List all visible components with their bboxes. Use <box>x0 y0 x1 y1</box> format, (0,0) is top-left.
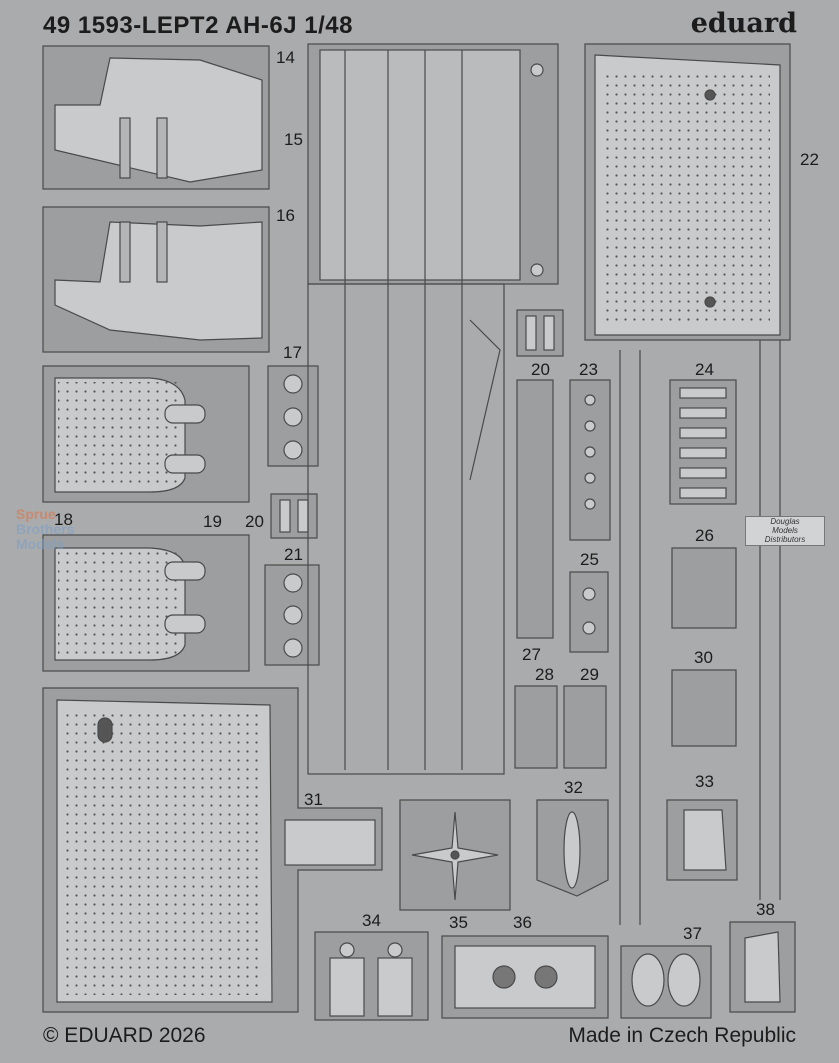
watermark-line-2: Brothers <box>16 521 75 537</box>
part-label-37: 37 <box>683 924 702 943</box>
part-26 <box>671 547 737 629</box>
part-23 <box>569 379 611 541</box>
distributor-stamp: Douglas Models Distributors <box>745 516 825 546</box>
part-label-28: 28 <box>535 665 554 684</box>
part-label-15: 15 <box>284 130 303 149</box>
part-label-27: 27 <box>522 645 541 664</box>
origin-text: Made in Czech Republic <box>568 1024 796 1047</box>
part-38 <box>729 921 796 1013</box>
part-19 <box>42 534 250 672</box>
distributor-line-1: Douglas <box>770 517 800 526</box>
part-label-36: 36 <box>513 913 532 932</box>
part-label-38: 38 <box>756 900 775 919</box>
part-36 <box>441 935 609 1019</box>
watermark-line-3: Models <box>16 536 65 552</box>
part-17 <box>267 365 319 467</box>
part-21 <box>264 564 320 666</box>
part-label-33: 33 <box>695 772 714 791</box>
part-32 <box>536 799 609 897</box>
part-label-24: 24 <box>695 360 714 379</box>
part-33 <box>666 799 738 881</box>
part-label-21: 21 <box>284 545 303 564</box>
part-label-23: 23 <box>579 360 598 379</box>
part-label-14: 14 <box>276 48 295 67</box>
part-25 <box>569 571 609 653</box>
part-label-29: 29 <box>580 665 599 684</box>
distributor-line-2: Models <box>772 526 798 535</box>
part-label-20b: 20 <box>531 360 550 379</box>
part-14 <box>42 45 270 190</box>
part-20-left <box>270 493 318 539</box>
part-15 <box>307 43 559 775</box>
part-label-32: 32 <box>564 778 583 797</box>
part-35 <box>399 799 511 911</box>
part-29 <box>563 685 607 769</box>
part-label-16: 16 <box>276 206 295 225</box>
part-27 <box>516 379 554 639</box>
part-18 <box>42 365 250 503</box>
watermark-logo: Sprue Brothers Models <box>16 507 74 552</box>
part-28 <box>514 685 558 769</box>
part-label-35: 35 <box>449 913 468 932</box>
part-16 <box>42 206 270 353</box>
part-30 <box>671 669 737 747</box>
brand-logo: eduard <box>690 8 797 39</box>
part-label-22: 22 <box>800 150 819 169</box>
part-label-25: 25 <box>580 550 599 569</box>
part-34 <box>314 931 429 1021</box>
part-label-20a: 20 <box>245 512 264 531</box>
part-label-34: 34 <box>362 911 381 930</box>
copyright-text: © EDUARD 2026 <box>43 1024 206 1047</box>
part-label-31: 31 <box>304 790 323 809</box>
part-label-18: 18 <box>54 510 73 529</box>
part-31 <box>42 687 383 1013</box>
part-label-17: 17 <box>283 343 302 362</box>
part-24 <box>669 379 737 505</box>
watermark-line-1: Sprue <box>16 506 56 522</box>
part-37 <box>620 945 712 1019</box>
part-label-30: 30 <box>694 648 713 667</box>
distributor-line-3: Distributors <box>764 535 806 544</box>
part-22 <box>584 43 791 925</box>
part-label-26: 26 <box>695 526 714 545</box>
part-20-right <box>516 309 564 357</box>
part-label-19: 19 <box>203 512 222 531</box>
sheet-title: 49 1593-LEPT2 AH-6J 1/48 <box>43 12 353 39</box>
